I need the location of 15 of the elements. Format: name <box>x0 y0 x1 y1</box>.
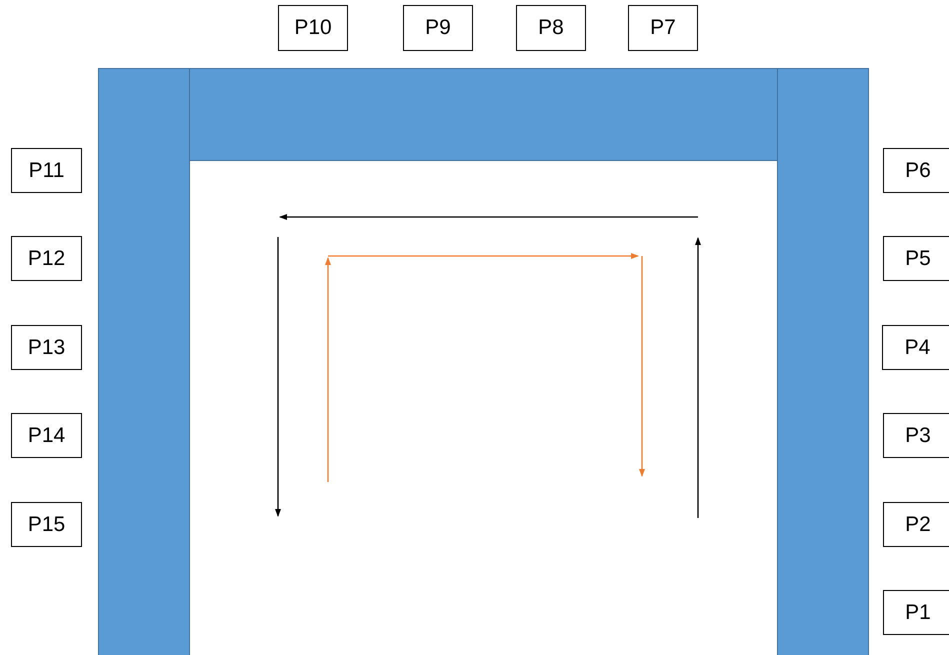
position-label: P2 <box>883 502 949 547</box>
position-label: P1 <box>883 590 949 635</box>
position-label: P11 <box>11 148 82 193</box>
position-label: P9 <box>403 5 473 51</box>
position-label: P12 <box>11 236 82 281</box>
position-label: P14 <box>11 413 82 458</box>
position-label: P13 <box>11 325 82 370</box>
position-label: P7 <box>628 5 698 51</box>
position-label: P5 <box>883 236 949 281</box>
position-label: P8 <box>516 5 586 51</box>
position-label: P15 <box>11 502 82 547</box>
position-label: P6 <box>883 148 949 193</box>
position-label: P4 <box>882 325 949 370</box>
position-label: P10 <box>278 5 348 51</box>
position-label: P3 <box>883 413 949 458</box>
